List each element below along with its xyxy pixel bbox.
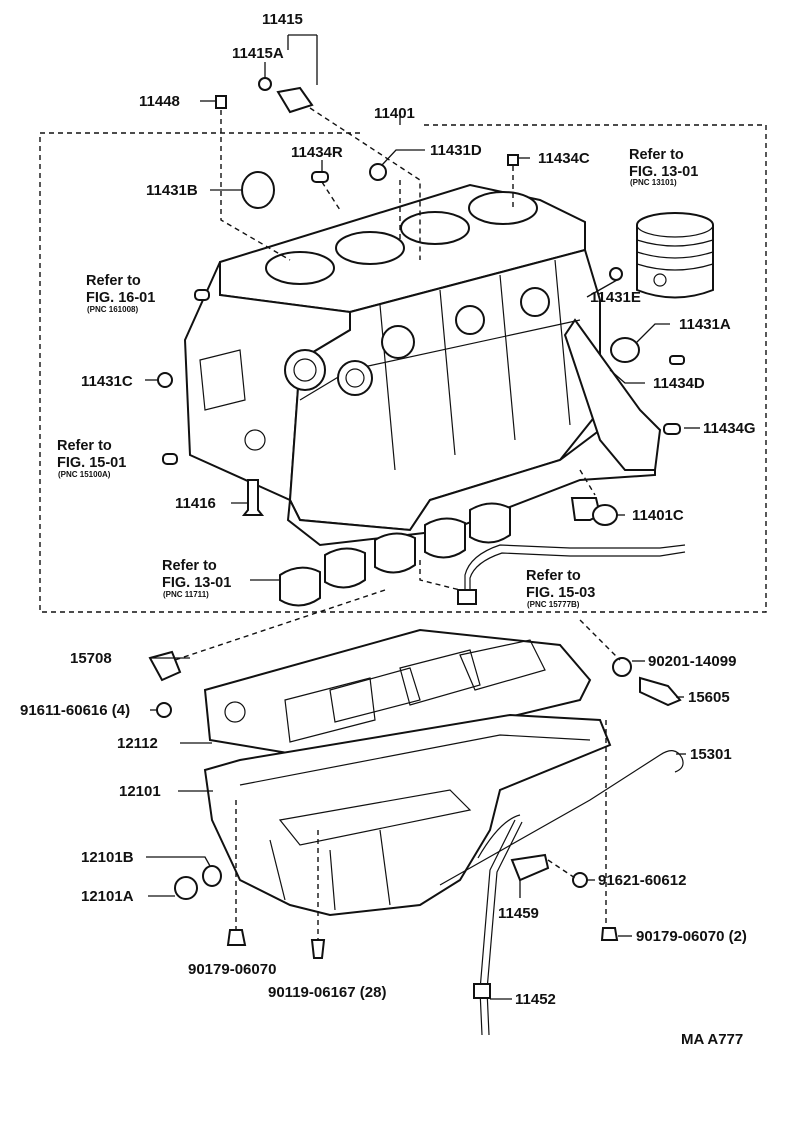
assembly-dashed-lines [174, 107, 621, 940]
label-11434G: 11434G [703, 420, 756, 437]
label-12101A: 12101A [81, 888, 134, 905]
svg-text:Refer to: Refer to [162, 558, 217, 574]
ref-fig16: Refer to FIG. 16-01 (PNC 161008) [86, 273, 155, 314]
svg-text:Refer to: Refer to [526, 568, 581, 584]
label-11431A: 11431A [679, 316, 731, 333]
svg-text:(PNC 161008): (PNC 161008) [87, 305, 138, 314]
svg-text:(PNC 11711): (PNC 11711) [163, 590, 209, 599]
svg-text:FIG. 13-01: FIG. 13-01 [629, 164, 698, 180]
label-12101: 12101 [119, 783, 161, 800]
crankshaft-bearings [279, 502, 511, 607]
bolt-90179 [226, 929, 247, 946]
drain-plug [639, 676, 682, 707]
block-group-boundary [39, 124, 767, 613]
label-90179-06070-2: 90179-06070 (2) [636, 928, 747, 945]
label-91611-60616: 91611-60616 (4) [20, 702, 130, 719]
label-11434C: 11434C [538, 150, 590, 167]
oil-pan-gasket [203, 628, 592, 762]
dipstick [439, 750, 684, 886]
drawing-code: MA A777 [681, 1031, 743, 1048]
label-11448: 11448 [139, 93, 180, 110]
label-11401: 11401 [374, 105, 415, 122]
label-12101B: 12101B [81, 849, 134, 866]
label-90201-14099: 90201-14099 [648, 653, 736, 670]
label-11431D: 11431D [430, 142, 482, 159]
oil-pan [203, 713, 612, 917]
svg-text:Refer to: Refer to [86, 273, 141, 289]
label-15605: 15605 [688, 689, 730, 706]
svg-text:Refer to: Refer to [629, 147, 684, 163]
label-90179-06070: 90179-06070 [188, 961, 276, 978]
label-11415: 11415 [262, 11, 303, 28]
svg-text:FIG. 15-01: FIG. 15-01 [57, 455, 126, 471]
drain-gasket [612, 657, 632, 677]
clamp-11459 [510, 853, 550, 882]
svg-text:FIG. 16-01: FIG. 16-01 [86, 290, 155, 306]
leader-lines [145, 34, 700, 1000]
nut-90179-2 [600, 927, 619, 941]
label-90119-06167: 90119-06167 (28) [268, 984, 386, 1001]
piston-illustration [636, 212, 714, 299]
bracket-15708 [148, 650, 182, 682]
svg-text:(PNC 13101): (PNC 13101) [630, 178, 677, 187]
svg-text:FIG. 15-03: FIG. 15-03 [526, 585, 595, 601]
svg-text:(PNC 15100A): (PNC 15100A) [58, 470, 111, 479]
label-11431E: 11431E [590, 289, 641, 306]
nut-91611 [156, 702, 172, 718]
ref-fig1503: Refer to FIG. 15-03 (PNC 15777B) [526, 568, 595, 609]
gasket-12101B [202, 865, 222, 887]
label-11434D: 11434D [653, 375, 705, 392]
label-11459: 11459 [498, 905, 539, 922]
ref-fig15a: Refer to FIG. 15-01 (PNC 15100A) [57, 438, 126, 479]
svg-text:Refer to: Refer to [57, 438, 112, 454]
label-11434R: 11434R [291, 144, 343, 161]
label-11401C: 11401C [632, 507, 684, 524]
label-11452: 11452 [515, 991, 556, 1008]
oil-strainer-pipe [457, 544, 686, 605]
svg-text:FIG. 13-01: FIG. 13-01 [162, 575, 231, 591]
label-15301: 15301 [690, 746, 732, 763]
ref-bearing: Refer to FIG. 13-01 (PNC 11711) [162, 558, 231, 599]
label-11416: 11416 [175, 495, 216, 512]
label-11431C: 11431C [81, 373, 133, 390]
cylinder-block [183, 183, 662, 547]
svg-text:(PNC 15777B): (PNC 15777B) [527, 600, 580, 609]
label-11415A: 11415A [232, 45, 284, 62]
label-12112: 12112 [117, 735, 158, 752]
bolt-90119 [310, 939, 326, 959]
dipstick-guide [479, 819, 523, 1036]
plug-12101A [174, 876, 198, 900]
label-15708: 15708 [70, 650, 112, 667]
ref-piston: Refer to FIG. 13-01 (PNC 13101) [629, 147, 698, 187]
label-91621-60612: 91621-60612 [598, 872, 686, 889]
label-11431B: 11431B [146, 182, 198, 199]
